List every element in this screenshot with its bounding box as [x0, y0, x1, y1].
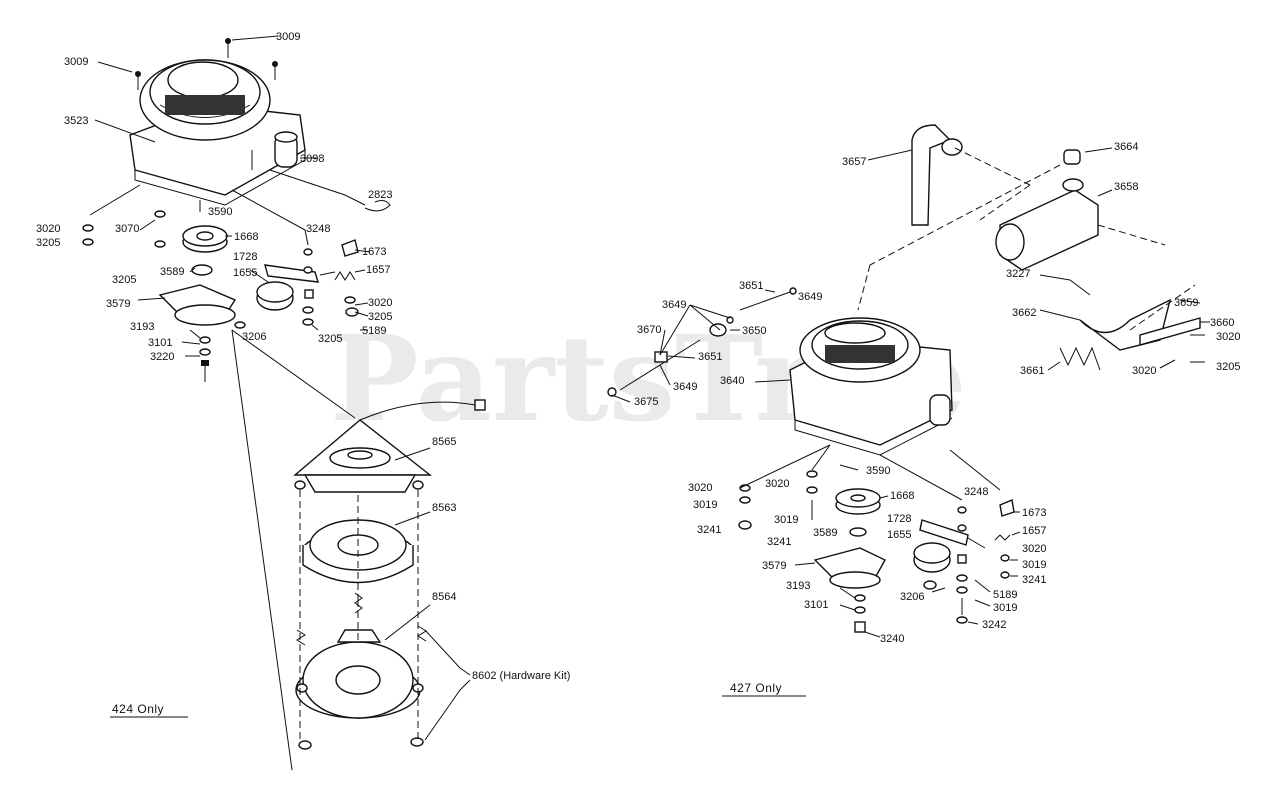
label-1668: 1668 [234, 231, 258, 243]
label-3670: 3670 [637, 324, 661, 336]
label-3206: 3206 [900, 591, 924, 603]
dashed-axes-424 [231, 329, 419, 740]
label-3193: 3193 [786, 580, 810, 592]
label-3009-a: 3009 [64, 56, 88, 68]
label-3661: 3661 [1020, 365, 1044, 377]
label-1728: 1728 [887, 513, 911, 525]
label-3101: 3101 [148, 337, 172, 349]
label-1673: 1673 [1022, 507, 1046, 519]
hardware-stack-427 [738, 470, 1015, 633]
label-1655: 1655 [233, 267, 257, 279]
label-1657: 1657 [1022, 525, 1046, 537]
label-3649-c: 3649 [673, 381, 697, 393]
label-8563: 8563 [432, 502, 456, 514]
label-3649-a: 3649 [798, 291, 822, 303]
label-3241-b: 3241 [767, 536, 791, 548]
label-3020-d: 3020 [765, 478, 789, 490]
label-3590: 3590 [866, 465, 890, 477]
label-3205-d: 3205 [318, 333, 342, 345]
bolts-top-424 [135, 38, 278, 170]
engine-424 [129, 59, 306, 206]
label-1657: 1657 [366, 264, 390, 276]
label-1655: 1655 [887, 529, 911, 541]
label-3019-a: 3019 [693, 499, 717, 511]
label-3020-c: 3020 [688, 482, 712, 494]
labels-424: 3009 3009 3523 3098 2823 3020 3205 3070 … [36, 31, 570, 682]
label-3651-a: 3651 [739, 280, 763, 292]
muffler [995, 149, 1099, 271]
clutch-assembly-424 [293, 399, 486, 750]
label-3020-a: 3020 [36, 223, 60, 235]
control-cable [607, 287, 797, 397]
label-3193: 3193 [130, 321, 154, 333]
exhaust-pipe [911, 124, 963, 226]
label-1673: 1673 [362, 246, 386, 258]
label-8565: 8565 [432, 436, 456, 448]
label-8602: 8602 (Hardware Kit) [472, 670, 570, 682]
label-3248: 3248 [306, 223, 330, 235]
label-3664: 3664 [1114, 141, 1138, 153]
label-3101: 3101 [804, 599, 828, 611]
label-3019-d: 3019 [993, 602, 1017, 614]
label-3206: 3206 [242, 331, 266, 343]
label-3590: 3590 [208, 206, 232, 218]
engine-427 [789, 317, 953, 456]
label-3589: 3589 [813, 527, 837, 539]
label-3657: 3657 [842, 156, 866, 168]
label-1728: 1728 [233, 251, 257, 263]
diagram-427: 427 Only 3657 3664 3658 3227 3651 3649 3… [607, 124, 1240, 697]
label-3020-a: 3020 [1216, 331, 1240, 343]
label-3248: 3248 [964, 486, 988, 498]
hardware-stack-424 [82, 200, 391, 382]
caption-424: 424 Only [112, 702, 164, 716]
label-1668: 1668 [890, 490, 914, 502]
label-3659: 3659 [1174, 297, 1198, 309]
label-3205-a: 3205 [1216, 361, 1240, 373]
label-3241-a: 3241 [697, 524, 721, 536]
label-3020-b: 3020 [368, 297, 392, 309]
label-3220: 3220 [150, 351, 174, 363]
heat-shield [1059, 298, 1201, 371]
label-3675: 3675 [634, 396, 658, 408]
label-3662: 3662 [1012, 307, 1036, 319]
label-3658: 3658 [1114, 181, 1138, 193]
label-3098: 3098 [300, 153, 324, 165]
leaders-427 [611, 147, 1210, 638]
label-3009-b: 3009 [276, 31, 300, 43]
dashed-connectors-427 [857, 147, 1196, 331]
leaders-424 [89, 35, 471, 771]
label-3205-c: 3205 [368, 311, 392, 323]
label-3640: 3640 [720, 375, 744, 387]
label-3070: 3070 [115, 223, 139, 235]
label-8564: 8564 [432, 591, 456, 603]
label-3650: 3650 [742, 325, 766, 337]
label-3242: 3242 [982, 619, 1006, 631]
label-3589: 3589 [160, 266, 184, 278]
diagram-424: 424 Only 3009 3009 3523 3098 2823 3020 3… [36, 31, 570, 771]
labels-427: 3657 3664 3658 3227 3651 3649 3649 3670 … [634, 141, 1240, 645]
label-3020-b: 3020 [1132, 365, 1156, 377]
label-3227: 3227 [1006, 268, 1030, 280]
label-3019-b: 3019 [774, 514, 798, 526]
label-3579: 3579 [106, 298, 130, 310]
label-3579: 3579 [762, 560, 786, 572]
caption-427: 427 Only [730, 681, 782, 695]
label-3205-a: 3205 [36, 237, 60, 249]
label-3660: 3660 [1210, 317, 1234, 329]
label-2823: 2823 [368, 189, 392, 201]
label-3019-c: 3019 [1022, 559, 1046, 571]
label-3523: 3523 [64, 115, 88, 127]
label-5189: 5189 [993, 589, 1017, 601]
label-3649-b: 3649 [662, 299, 686, 311]
label-3240: 3240 [880, 633, 904, 645]
label-3651-b: 3651 [698, 351, 722, 363]
label-3205-b: 3205 [112, 274, 136, 286]
label-3241-c: 3241 [1022, 574, 1046, 586]
label-5189: 5189 [362, 325, 386, 337]
label-3020-e: 3020 [1022, 543, 1046, 555]
